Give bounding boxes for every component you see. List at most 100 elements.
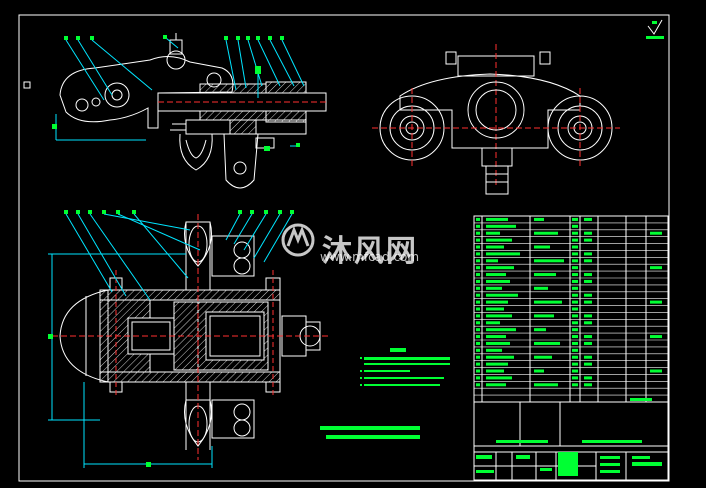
parts-cell-text xyxy=(534,286,548,290)
parts-cell-text xyxy=(486,362,508,366)
section-view-balloons xyxy=(48,210,294,467)
parts-cell-text xyxy=(584,335,592,339)
parts-cell-text xyxy=(572,293,578,297)
parts-cell-text xyxy=(476,259,480,263)
parts-cell-text xyxy=(476,217,480,221)
parts-cell-text xyxy=(584,217,592,221)
side-view-balloons xyxy=(52,35,300,151)
parts-cell-text xyxy=(486,273,506,277)
parts-cell-text xyxy=(572,369,578,373)
drawing-border xyxy=(18,14,670,482)
parts-cell-text xyxy=(486,238,512,242)
parts-cell-text xyxy=(584,376,592,380)
parts-cell-text xyxy=(572,238,578,242)
parts-cell-text xyxy=(476,341,480,345)
parts-cell-text xyxy=(572,341,578,345)
parts-cell-text xyxy=(476,383,480,387)
parts-cell-text xyxy=(572,252,578,256)
front-view xyxy=(379,44,613,195)
parts-cell-text xyxy=(476,328,480,332)
parts-cell-text xyxy=(584,300,592,304)
side-view-leaders xyxy=(55,37,305,147)
parts-cell-text xyxy=(534,341,560,345)
parts-cell-text xyxy=(486,348,502,352)
parts-cell-text xyxy=(534,314,554,318)
parts-cell-text xyxy=(476,293,480,297)
parts-cell-text xyxy=(476,348,480,352)
parts-cell-text xyxy=(486,376,512,380)
technical-requirements xyxy=(320,348,450,439)
parts-cell-text xyxy=(534,355,552,359)
parts-cell-text xyxy=(572,217,578,221)
parts-cell-text xyxy=(584,314,592,318)
parts-cell-text xyxy=(476,238,480,242)
parts-cell-text xyxy=(572,355,578,359)
parts-cell-text xyxy=(476,314,480,318)
parts-cell-text xyxy=(650,369,662,373)
parts-cell-text xyxy=(572,376,578,380)
parts-list-text xyxy=(476,217,662,387)
parts-cell-text xyxy=(476,335,480,339)
parts-cell-text xyxy=(584,279,592,283)
parts-cell-text xyxy=(572,321,578,325)
parts-cell-text xyxy=(584,273,592,277)
parts-cell-text xyxy=(476,369,480,373)
parts-cell-text xyxy=(476,252,480,256)
section-view-centerlines xyxy=(52,214,330,460)
parts-cell-text xyxy=(572,266,578,270)
roughness-symbol xyxy=(646,19,664,39)
parts-cell-text xyxy=(476,279,480,283)
parts-cell-text xyxy=(476,245,480,249)
parts-cell-text xyxy=(476,321,480,325)
parts-cell-text xyxy=(572,362,578,366)
parts-cell-text xyxy=(572,314,578,318)
parts-cell-text xyxy=(534,245,550,249)
parts-cell-text xyxy=(584,321,592,325)
watermark-url: www.mfcad.com xyxy=(320,250,420,264)
parts-cell-text xyxy=(486,279,510,283)
parts-cell-text xyxy=(584,383,592,387)
parts-cell-text xyxy=(486,341,510,345)
parts-cell-text xyxy=(486,335,506,339)
front-view-centerlines xyxy=(372,88,620,168)
parts-cell-text xyxy=(534,383,558,387)
parts-cell-text xyxy=(486,293,518,297)
parts-cell-text xyxy=(572,273,578,277)
parts-cell-text xyxy=(486,355,514,359)
corner-mark xyxy=(23,81,31,89)
parts-cell-text xyxy=(584,362,592,366)
parts-cell-text xyxy=(486,321,500,325)
parts-cell-text xyxy=(486,369,504,373)
parts-cell-text xyxy=(584,238,592,242)
parts-cell-text xyxy=(650,231,662,235)
parts-cell-text xyxy=(534,259,564,263)
parts-cell-text xyxy=(572,328,578,332)
parts-cell-text xyxy=(650,266,662,270)
parts-cell-text xyxy=(650,300,662,304)
parts-cell-text xyxy=(572,279,578,283)
parts-cell-text xyxy=(572,231,578,235)
parts-cell-text xyxy=(584,293,592,297)
parts-cell-text xyxy=(476,376,480,380)
parts-cell-text xyxy=(584,231,592,235)
parts-cell-text xyxy=(486,286,502,290)
parts-cell-text xyxy=(534,217,544,221)
watermark-brand: 沐风网 xyxy=(322,234,418,269)
parts-cell-text xyxy=(476,266,480,270)
parts-cell-text xyxy=(572,286,578,290)
watermark-logo xyxy=(281,223,315,257)
parts-cell-text xyxy=(534,369,544,373)
parts-cell-text xyxy=(534,300,562,304)
parts-cell-text xyxy=(534,273,556,277)
parts-cell-text xyxy=(486,259,498,263)
parts-cell-text xyxy=(486,217,508,221)
parts-cell-text xyxy=(476,307,480,311)
parts-cell-text xyxy=(572,259,578,263)
parts-cell-text xyxy=(486,266,514,270)
parts-cell-text xyxy=(572,300,578,304)
parts-cell-text xyxy=(486,252,520,256)
parts-cell-text xyxy=(572,245,578,249)
parts-cell-text xyxy=(476,355,480,359)
parts-cell-text xyxy=(572,335,578,339)
